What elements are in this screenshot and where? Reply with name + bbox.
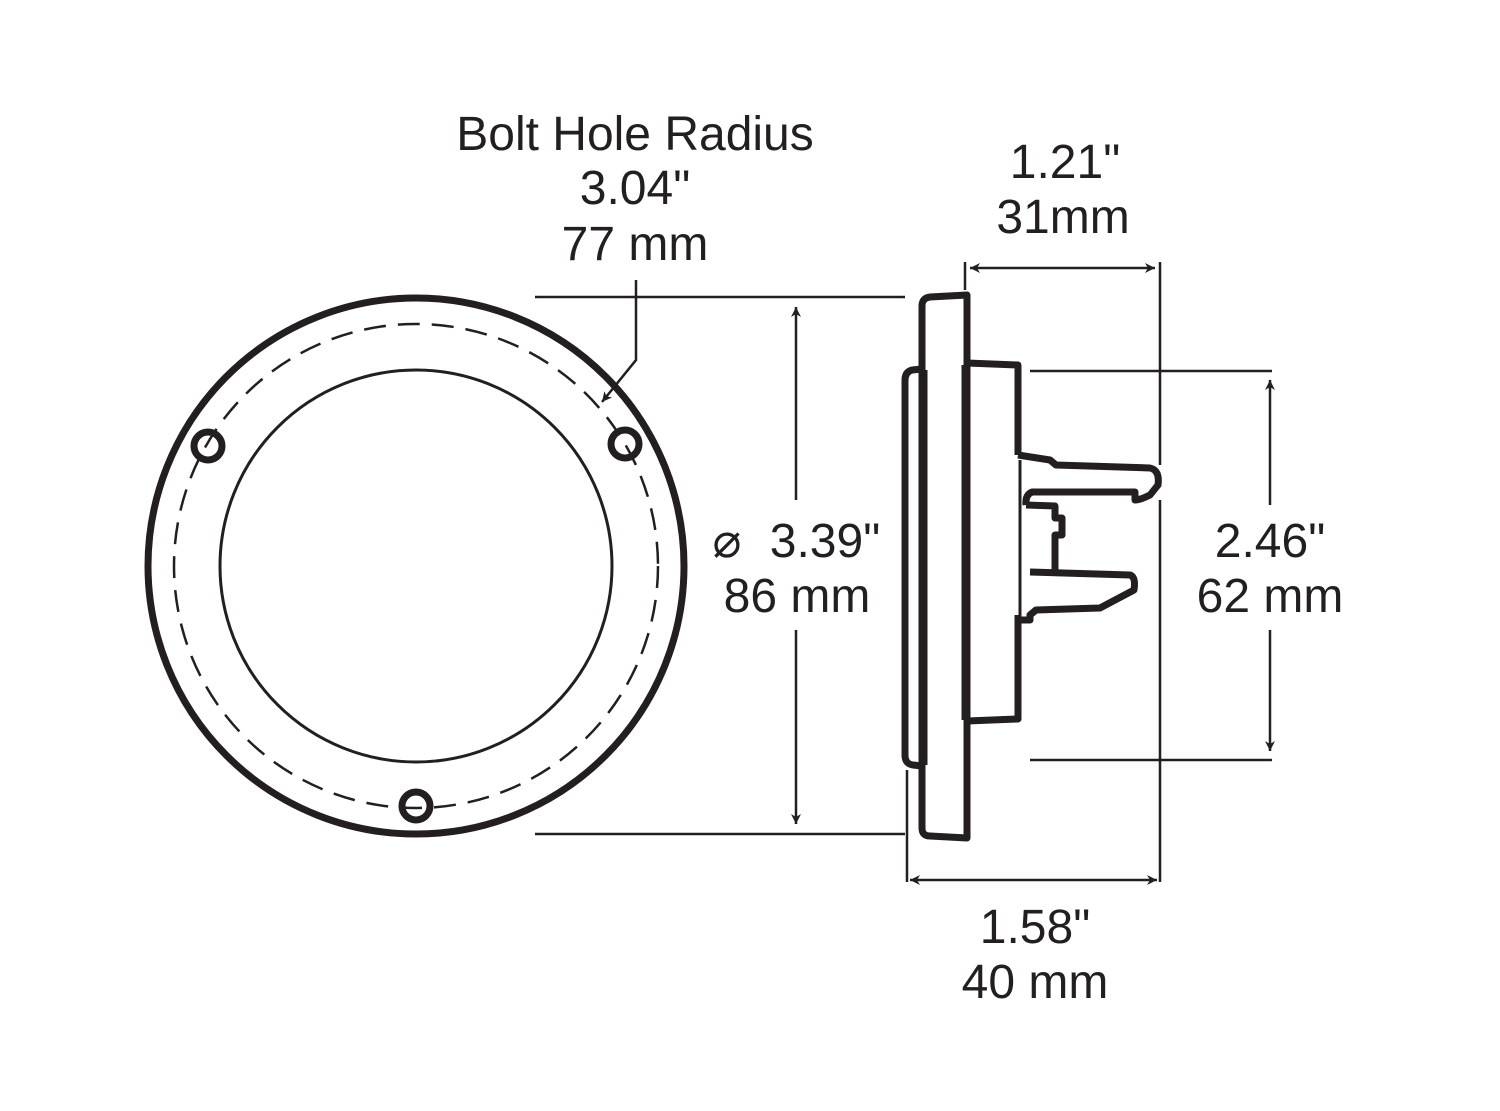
diameter-mm: 86 mm [724,570,871,623]
diameter-symbol: ⌀ [713,515,742,568]
bolt-circle-dashed [172,322,660,810]
bolt-radius-mm: 77 mm [562,218,709,271]
upper-clip [1017,451,1162,506]
bolt-hole [190,428,226,464]
depth-body-inches: 1.21" [1010,136,1120,189]
bolt-hole [607,426,643,462]
housing-profile [966,359,1022,725]
outer-flange-circle [144,294,688,838]
total-depth-mm: 40 mm [962,956,1109,1009]
diameter-label: ⌀ 3.39" 86 mm [713,515,881,623]
lower-clip [1018,568,1138,624]
total-depth-inches: 1.58" [980,901,1090,954]
connector [1025,501,1066,572]
bolt-radius-inches: 3.04" [580,162,690,215]
front-view [144,294,688,838]
bolt-hole [398,788,434,824]
bolt-radius-label: Bolt Hole Radius [456,108,814,161]
lens-circle [218,368,614,764]
body-height-mm: 62 mm [1197,570,1344,623]
diameter-inches: 3.39" [770,515,880,568]
bolt-radius-leader [601,280,638,403]
side-view [901,291,1162,842]
depth-body-mm: 31mm [996,191,1129,244]
flange-profile [918,291,971,842]
body-height-inches: 2.46" [1215,515,1325,568]
rear-lens-profile [901,365,923,770]
